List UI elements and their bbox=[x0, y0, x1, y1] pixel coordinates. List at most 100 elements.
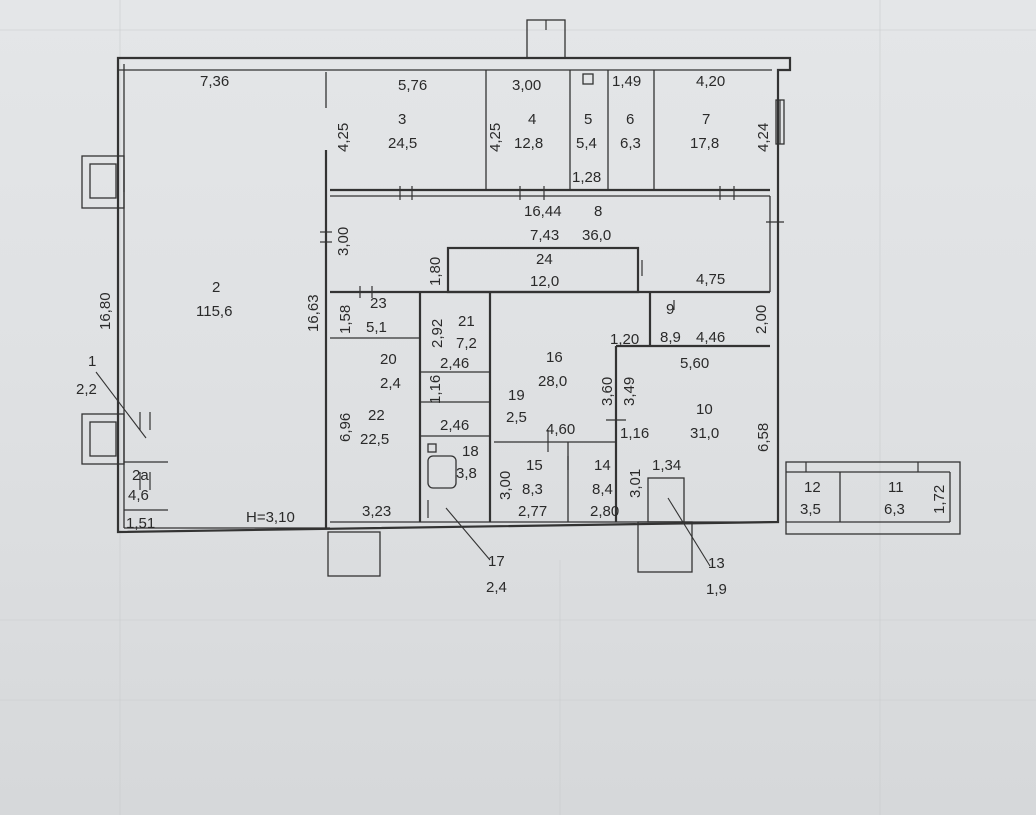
fixtures bbox=[427, 73, 785, 489]
room-number: 2 bbox=[212, 279, 220, 296]
room-area: 22,5 bbox=[360, 431, 389, 448]
bottom-entrances bbox=[327, 497, 711, 577]
room-area: 2,2 bbox=[76, 381, 97, 398]
room-area: 17,8 bbox=[690, 135, 719, 152]
room-number: 8 bbox=[594, 203, 602, 220]
room-number: 2a bbox=[132, 467, 149, 484]
dim-label: 1,80 bbox=[427, 257, 444, 286]
room-area: 31,0 bbox=[690, 425, 719, 442]
room-number: 14 bbox=[594, 457, 611, 474]
room-number: 1 bbox=[88, 353, 96, 370]
door-marks bbox=[123, 170, 784, 518]
dim-label: 3,60 bbox=[599, 377, 616, 406]
dim-label: 4,46 bbox=[696, 329, 725, 346]
dim-label: 1,16 bbox=[427, 375, 444, 404]
dim-label: 2,92 bbox=[429, 319, 446, 348]
room-area: 6,3 bbox=[884, 501, 905, 518]
room-number: 9 bbox=[666, 301, 674, 318]
dim-label: 1,72 bbox=[931, 485, 948, 514]
room-area: 2,5 bbox=[506, 409, 527, 426]
room-number: 6 bbox=[626, 111, 634, 128]
room-area: 6,3 bbox=[620, 135, 641, 152]
room-number: 7 bbox=[702, 111, 710, 128]
dim-label: 5,76 bbox=[398, 77, 427, 94]
room-area: 8,3 bbox=[522, 481, 543, 498]
room-area: 7,2 bbox=[456, 335, 477, 352]
dim-label: 1,58 bbox=[337, 305, 354, 334]
room-number: 18 bbox=[462, 443, 479, 460]
room-number: 17 bbox=[488, 553, 505, 570]
dim-label: 16,80 bbox=[97, 292, 114, 330]
room-number: 22 bbox=[368, 407, 385, 424]
room-number: 16 bbox=[546, 349, 563, 366]
dim-label: 1,20 bbox=[610, 331, 639, 348]
room-number: 11 bbox=[888, 479, 904, 496]
room-number: 5 bbox=[584, 111, 592, 128]
dim-label: 1,16 bbox=[620, 425, 649, 442]
room-number: 24 bbox=[536, 251, 553, 268]
top-shaft bbox=[526, 19, 566, 59]
room-number: 4 bbox=[528, 111, 536, 128]
dim-label: 4,25 bbox=[487, 123, 504, 152]
dim-label: 6,58 bbox=[755, 423, 772, 452]
dim-label: 4,75 bbox=[696, 271, 725, 288]
dim-label: 1,28 bbox=[572, 169, 601, 186]
room-number: 19 bbox=[508, 387, 525, 404]
room-number: 12 bbox=[804, 479, 821, 496]
room-area: 5,1 bbox=[366, 319, 387, 336]
room-number: 3 bbox=[398, 111, 406, 128]
dim-label: 5,60 bbox=[680, 355, 709, 372]
room-area: 28,0 bbox=[538, 373, 567, 390]
room-number: 13 bbox=[708, 555, 725, 572]
dim-label: 1,51 bbox=[126, 515, 155, 532]
room-area: 8,9 bbox=[660, 329, 681, 346]
dim-label: 3,23 bbox=[362, 503, 391, 520]
outer-walls bbox=[116, 56, 792, 534]
dim-label: 4,20 bbox=[696, 73, 725, 90]
room-number: 20 bbox=[380, 351, 397, 368]
dim-label: 7,43 bbox=[530, 227, 559, 244]
dim-label: 3,49 bbox=[621, 377, 638, 406]
room-area: 12,0 bbox=[530, 273, 559, 290]
room-labels: 1 2,2 2 115,6 2a 4,6 3 24,5 4 12,8 5 5,4… bbox=[76, 111, 905, 598]
dim-label: 16,63 bbox=[305, 294, 322, 332]
dim-label: 7,36 bbox=[200, 73, 229, 90]
dim-label: 2,46 bbox=[440, 417, 469, 434]
right-annex bbox=[785, 461, 961, 535]
room-area: 36,0 bbox=[582, 227, 611, 244]
left-annexes bbox=[81, 155, 168, 511]
dim-label: 4,25 bbox=[335, 123, 352, 152]
room-area: 4,6 bbox=[128, 487, 149, 504]
dim-label: 3,00 bbox=[512, 77, 541, 94]
dim-label: 2,46 bbox=[440, 355, 469, 372]
dim-label: 1,49 bbox=[612, 73, 641, 90]
room-area: 5,4 bbox=[576, 135, 597, 152]
room-area: 3,8 bbox=[456, 465, 477, 482]
room-area: 8,4 bbox=[592, 481, 613, 498]
dim-label: 16,44 bbox=[524, 203, 562, 220]
room-number: 21 bbox=[458, 313, 475, 330]
room-area: 2,4 bbox=[380, 375, 401, 392]
ceiling-height-label: H=3,10 bbox=[246, 509, 295, 526]
room-number: 23 bbox=[370, 295, 387, 312]
dim-label: 3,00 bbox=[497, 471, 514, 500]
room-area: 3,5 bbox=[800, 501, 821, 518]
room-number: 10 bbox=[696, 401, 713, 418]
room-area: 115,6 bbox=[196, 303, 232, 320]
dim-label: 6,96 bbox=[337, 413, 354, 442]
room-area: 1,9 bbox=[706, 581, 727, 598]
room-area: 24,5 bbox=[388, 135, 417, 152]
room-area: 2,4 bbox=[486, 579, 507, 596]
dim-label: 3,01 bbox=[627, 469, 644, 498]
dim-label: 3,00 bbox=[335, 227, 352, 256]
interior-walls bbox=[324, 70, 771, 528]
dim-label: 4,24 bbox=[755, 123, 772, 152]
dim-label: 1,34 bbox=[652, 457, 681, 474]
dim-label: 4,60 bbox=[546, 421, 575, 438]
dimension-labels: 7,36 5,76 3,00 1,49 4,20 4,25 4,25 4,24 … bbox=[97, 73, 948, 532]
dim-label: 2,77 bbox=[518, 503, 547, 520]
